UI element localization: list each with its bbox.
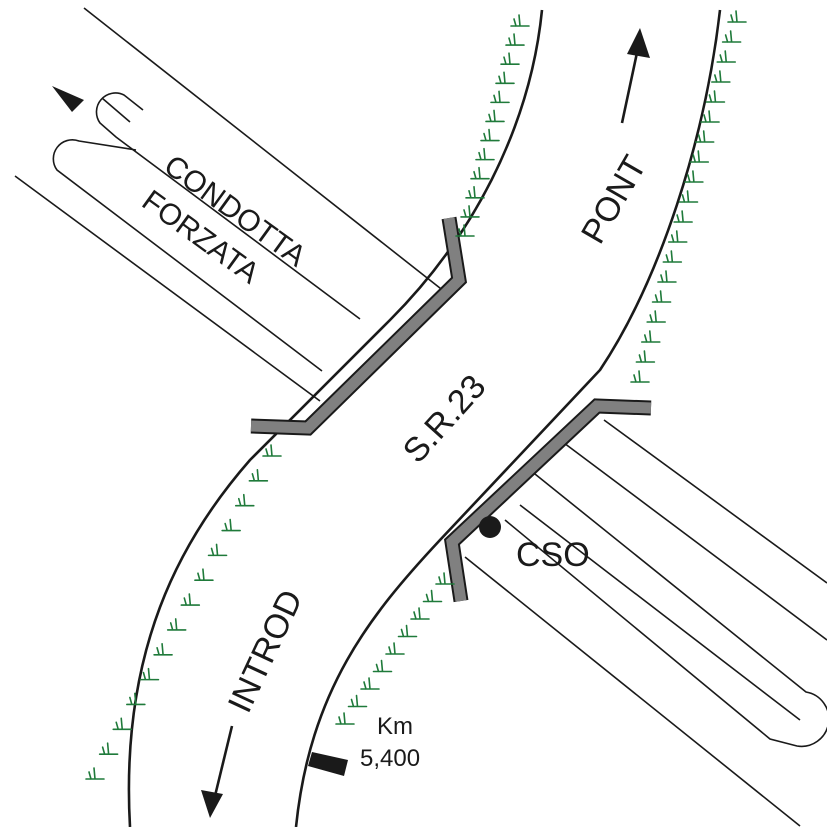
- grass-tuft-icon: [248, 469, 269, 482]
- grass-tuft-icon: [694, 130, 715, 143]
- grass-tuft-icon: [360, 677, 380, 690]
- channel-bank-line: [464, 556, 801, 827]
- grass-tuft-icon: [667, 230, 688, 243]
- grass-tuft-icon: [495, 71, 515, 85]
- grass-tuft-icon: [705, 90, 726, 103]
- road-right-edge: [294, 9, 722, 828]
- grass-tuft-icon: [153, 642, 173, 656]
- grass-tuft-icon: [485, 109, 505, 123]
- grass-tuft-icon: [700, 110, 720, 123]
- grass-tuft-icon: [112, 717, 133, 731]
- grass-tuft-icon: [689, 150, 710, 163]
- grass-tuft-icon: [180, 593, 201, 606]
- grass-tuft-icon: [721, 30, 742, 43]
- direction-arrow-down: [201, 725, 234, 818]
- grass-tuft-icon: [207, 543, 228, 557]
- grass-tuft-icon: [98, 742, 119, 755]
- grass-tuft-icon: [475, 147, 495, 161]
- grass-tuft-icon: [435, 572, 455, 585]
- grass-tuft-icon: [470, 166, 490, 180]
- grass-tuft-icon: [678, 190, 699, 203]
- grass-tuft-icon: [630, 370, 650, 383]
- grass-tuft-icon: [126, 692, 146, 706]
- direction-up-label: PONT: [574, 149, 654, 250]
- grass-tuft-icon: [646, 310, 666, 323]
- grass-tuft-icon: [410, 607, 430, 620]
- road-left-edge: [127, 9, 544, 828]
- road-label: S.R.23: [396, 368, 494, 471]
- grass-tuft-icon: [465, 186, 485, 199]
- arrow-icon: [201, 790, 223, 818]
- grass-tuft-icon: [347, 694, 368, 708]
- bridge-deck: [250, 217, 465, 434]
- bridge-upper: [250, 216, 468, 436]
- grass-tuft-icon: [139, 667, 160, 681]
- point-label: CSO: [516, 536, 590, 574]
- grass-tuft-icon: [455, 224, 475, 237]
- road-sr23: [127, 9, 722, 828]
- grass-tuft-icon: [662, 250, 683, 263]
- grass-tuft-icon: [422, 589, 443, 603]
- channel-bank-line: [603, 419, 827, 584]
- dot-icon: [479, 516, 501, 538]
- grass-tuft-icon: [166, 618, 187, 631]
- grass-tuft-icon: [385, 642, 405, 655]
- arrow-shaft: [212, 725, 234, 801]
- grass-tuft-icon: [194, 568, 214, 582]
- grass-tuft-icon: [262, 444, 282, 457]
- grass-tuft-icon: [372, 659, 393, 673]
- flow-arrow-icon: [52, 86, 84, 112]
- marker-label-line1: Km: [377, 713, 413, 740]
- direction-arrow-up: [620, 28, 650, 124]
- bridge-lower: [443, 398, 652, 603]
- grass-tuft-icon: [234, 493, 255, 507]
- channel-flow-line: [519, 504, 801, 721]
- channel-flow-line: [101, 97, 131, 123]
- grass-tuft-icon: [335, 712, 355, 725]
- grass-tuft-icon: [711, 70, 731, 83]
- grass-tuft-icon: [716, 50, 737, 63]
- grass-tuft-icon: [397, 624, 418, 638]
- bridge-deck: [446, 400, 652, 602]
- grass-tuft-icon: [480, 128, 500, 142]
- marker-label-line2: 5,400: [360, 745, 420, 772]
- channel-pipe-outline: [52, 138, 323, 372]
- vegetation-marks: [85, 10, 747, 780]
- grass-tuft-icon: [673, 210, 693, 223]
- channel-pipe-outline: [504, 469, 827, 748]
- channel-lower-right: [464, 419, 827, 827]
- channel-pipe-outline: [559, 439, 827, 641]
- grass-tuft-icon: [490, 90, 510, 104]
- grass-tuft-icon: [221, 518, 241, 532]
- grass-tuft-icon: [657, 270, 677, 283]
- channel-pipe-outline: [95, 92, 361, 320]
- direction-down-label: INTROD: [221, 584, 311, 718]
- grass-tuft-icon: [460, 205, 480, 218]
- grass-tuft-icon: [500, 52, 520, 65]
- channel-bank-line: [14, 175, 321, 402]
- grass-tuft-icon: [727, 10, 747, 23]
- grass-tuft-icon: [684, 170, 704, 183]
- grass-tuft-icon: [635, 350, 656, 363]
- arrow-shaft: [620, 47, 640, 124]
- grass-tuft-icon: [505, 33, 525, 46]
- channel-upper-left: [14, 7, 446, 402]
- milestone-icon: [308, 752, 348, 776]
- grass-tuft-icon: [651, 290, 672, 303]
- grass-tuft-icon: [510, 14, 530, 27]
- grass-tuft-icon: [85, 767, 105, 780]
- channel-bank-line: [83, 7, 446, 293]
- grass-tuft-icon: [640, 330, 661, 343]
- arrow-icon: [627, 28, 650, 58]
